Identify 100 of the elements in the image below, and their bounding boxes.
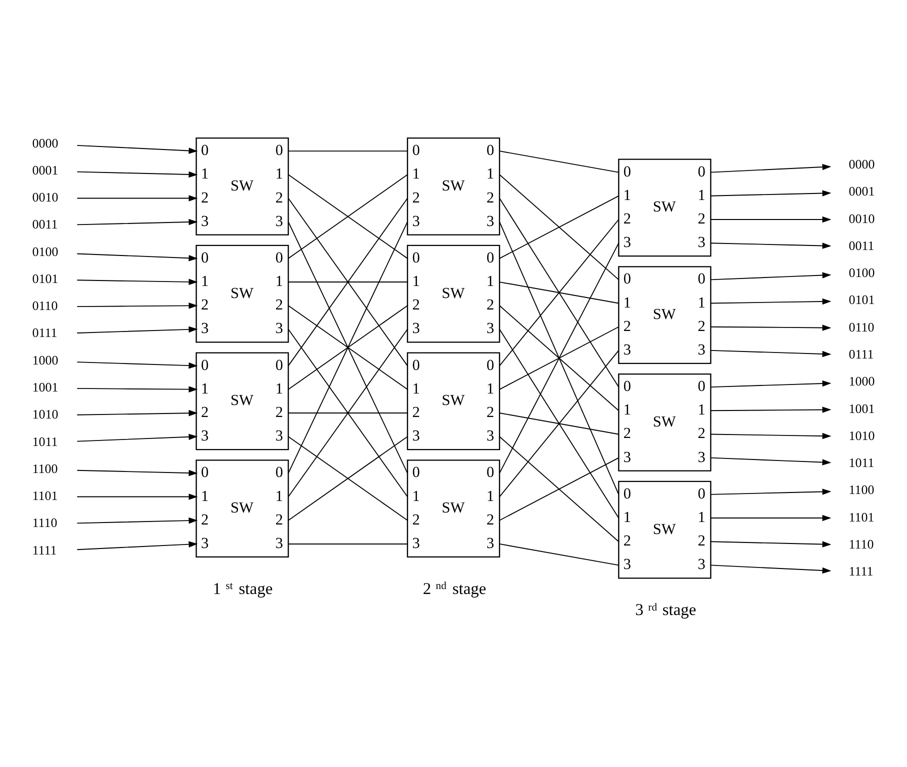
connector	[288, 198, 408, 366]
arrow	[710, 216, 832, 223]
node-text: 1011	[848, 455, 874, 470]
node-text: 1110	[32, 515, 58, 530]
arrow	[76, 218, 198, 226]
node-box: 0 SW 0 1 1 2 2 3 3	[406, 138, 500, 236]
node-text: 0011	[32, 216, 58, 232]
arrow	[76, 144, 198, 154]
arrow	[710, 350, 832, 358]
node-text: 1100	[32, 460, 58, 476]
arrow	[710, 432, 832, 440]
node-text: 0101	[848, 292, 875, 308]
connector	[499, 198, 620, 388]
node-box: 0 SW 0 1 1 2 2 3 3	[196, 244, 289, 343]
node-text: 0011	[848, 238, 874, 253]
arrow	[710, 514, 832, 522]
node-text: 0100	[32, 244, 58, 259]
arrow	[76, 253, 198, 262]
connector	[499, 242, 620, 474]
node-text: 0110	[32, 298, 58, 314]
connector	[499, 326, 620, 390]
node-text: 1110	[848, 536, 874, 552]
node-box: 0 SW 0 1 1 2 2 3 3	[618, 266, 712, 364]
node-text: 1100	[848, 482, 874, 498]
arrow	[710, 380, 832, 388]
arrow	[710, 488, 832, 495]
node-text: 1111	[32, 542, 57, 558]
node-text: 0100	[848, 265, 875, 280]
arrow	[710, 242, 832, 249]
connector	[499, 305, 620, 412]
node-text: 0010	[32, 190, 58, 205]
arrow	[76, 326, 198, 334]
arrow	[710, 272, 832, 280]
node-text: 1010	[848, 428, 875, 443]
arrow	[710, 564, 832, 574]
connector	[499, 544, 620, 566]
node-text: 0001	[32, 162, 58, 178]
arrow	[76, 410, 198, 416]
node-text: 0000	[32, 135, 58, 150]
connector	[499, 195, 620, 259]
arrow	[76, 362, 198, 369]
node-text: 0111	[32, 325, 58, 340]
connector	[288, 328, 408, 498]
node-text: 0001	[848, 184, 875, 199]
arrow	[76, 541, 198, 550]
node-text: 1011	[32, 434, 58, 449]
node-box: 0 SW 0 1 1 2 2 3 3	[618, 480, 712, 579]
node-text: 1000	[848, 374, 875, 389]
label: 3 rd stage	[635, 600, 696, 619]
arrow	[710, 457, 832, 466]
connector	[499, 457, 620, 521]
node-box: 0 SW 0 1 1 2 2 3 3	[618, 373, 712, 472]
connector	[499, 174, 620, 280]
connector	[288, 221, 408, 474]
node-text: 0111	[848, 346, 874, 362]
arrow	[710, 164, 832, 173]
node-box: 0 SW 0 1 1 2 2 3 3	[196, 460, 289, 558]
connector	[499, 412, 620, 435]
arrow	[76, 470, 198, 476]
connector	[499, 436, 620, 542]
arrow	[710, 298, 832, 305]
connector	[499, 282, 620, 304]
arrow	[76, 434, 198, 442]
node-text: 1101	[848, 509, 874, 524]
connector	[499, 221, 620, 495]
node-text: 0010	[848, 210, 875, 226]
node-text: 1001	[32, 380, 58, 395]
node-box: 0 SW 0 1 1 2 2 3 3	[618, 158, 712, 257]
arrow	[76, 302, 198, 309]
connector	[288, 174, 408, 259]
node-text: 1000	[32, 352, 58, 368]
node-text: 0000	[848, 156, 875, 172]
node-text: 1010	[32, 406, 58, 422]
node-text: 0110	[848, 319, 874, 334]
arrow	[710, 406, 832, 413]
node-text: 1111	[848, 564, 874, 579]
node-box: 0 SW 0 1 1 2 2 3 3	[196, 138, 289, 236]
arrow	[710, 190, 832, 196]
connector	[288, 436, 408, 521]
arrow	[76, 171, 198, 178]
node-text: 1001	[848, 400, 875, 416]
node-box: 0 SW 0 1 1 2 2 3 3	[406, 244, 500, 343]
connector	[288, 305, 408, 390]
node-box: 0 SW 0 1 1 2 2 3 3	[196, 352, 289, 450]
connector	[288, 412, 408, 414]
connector	[499, 219, 620, 366]
arrow	[76, 494, 198, 500]
arrow	[710, 541, 832, 548]
arrow	[76, 386, 198, 392]
connector	[499, 328, 620, 518]
node-box: 0 SW 0 1 1 2 2 3 3	[406, 460, 500, 558]
node-text: 1101	[32, 488, 58, 504]
arrow	[76, 517, 198, 524]
node-text: 0101	[32, 270, 58, 286]
arrow	[76, 278, 198, 286]
connector	[499, 150, 620, 173]
connector	[499, 350, 620, 498]
arrow	[710, 324, 832, 331]
node-box: 0 SW 0 1 1 2 2 3 3	[406, 352, 500, 450]
connector	[288, 150, 408, 152]
